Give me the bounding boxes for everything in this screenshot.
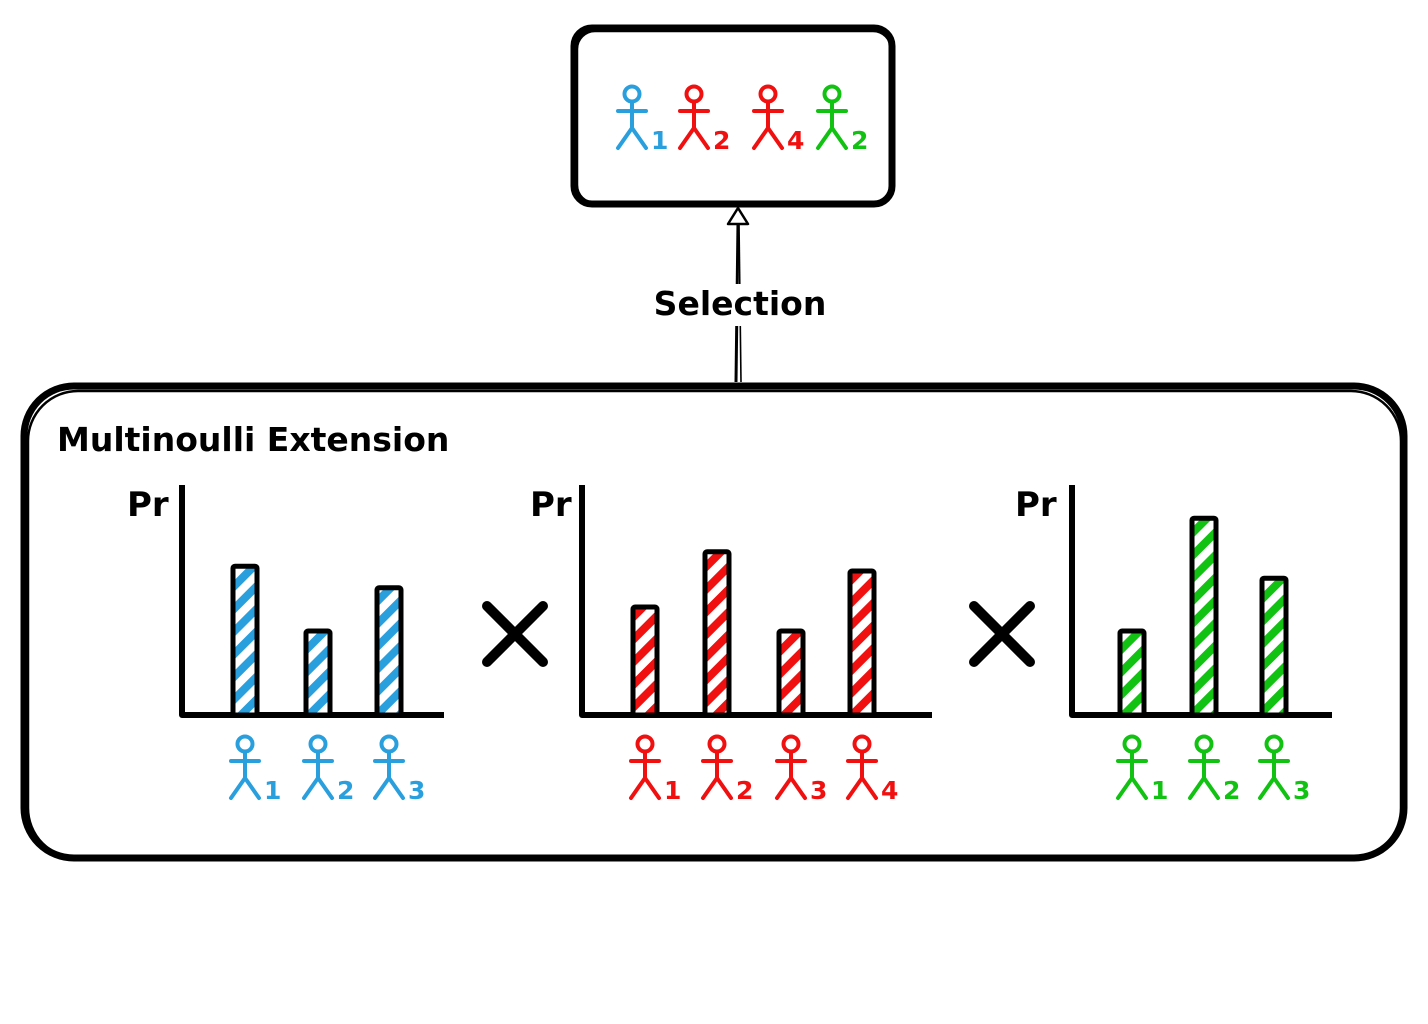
person-icon [775,734,807,800]
x-tick-agent-1: 1 [629,734,681,805]
selected-agent: 2 [816,84,868,155]
probability-chart-blue: Pr 1 2 3 [127,485,444,805]
person-icon [616,84,648,150]
multinoulli-extension-box [20,382,1408,862]
probability-chart-red: Pr 1 2 3 4 [530,485,932,805]
selected-agents: 1 2 4 2 [616,84,868,155]
agent-index: 4 [881,776,898,805]
bar-3 [776,628,806,718]
x-tick-agent-2: 2 [302,734,354,805]
agent-index: 1 [651,126,668,155]
person-icon [1258,734,1290,800]
person-icon [373,734,405,800]
person-icon [229,734,261,800]
chart-axes [179,485,444,718]
agent-index: 1 [664,776,681,805]
selected-agent: 2 [678,84,730,155]
probability-charts: Pr 1 2 3 Pr 1 2 3 4 Pr 1 2 3 [127,485,1332,805]
chart-axes [579,485,932,718]
bar-3 [1259,575,1289,718]
agent-index: 3 [810,776,827,805]
x-tick-agent-1: 1 [1116,734,1168,805]
person-icon [1188,734,1220,800]
y-axis-label: Pr [1015,485,1057,525]
bar-1 [1117,628,1147,718]
chart-axes [1069,485,1332,718]
x-tick-agent-4: 4 [846,734,898,805]
person-icon [752,84,784,150]
bar-4 [847,568,877,718]
person-icon [846,734,878,800]
agent-index: 2 [337,776,354,805]
y-axis-label: Pr [530,485,572,525]
selection-label: Selection [654,284,827,323]
agent-index: 2 [713,126,730,155]
x-tick-agent-3: 3 [373,734,425,805]
person-icon [816,84,848,150]
selection-result-box: 1 2 4 2 [570,24,896,208]
person-icon [1116,734,1148,800]
y-axis-label: Pr [127,485,169,525]
agent-index: 1 [264,776,281,805]
multiply-icon [482,601,548,667]
x-tick-agent-2: 2 [701,734,753,805]
probability-chart-green: Pr 1 2 3 [1015,485,1332,805]
x-tick-agent-2: 2 [1188,734,1240,805]
product-operators [482,601,1035,667]
agent-index: 3 [1293,776,1310,805]
bar-2 [702,549,732,718]
agent-index: 2 [736,776,753,805]
bar-1 [230,563,260,718]
bar-2 [303,628,333,718]
bar-1 [630,604,660,718]
selected-agent: 4 [752,84,804,155]
bar-3 [374,585,404,718]
person-icon [629,734,661,800]
x-tick-agent-3: 3 [1258,734,1310,805]
agent-index: 2 [851,126,868,155]
extension-title: Multinoulli Extension [57,420,449,459]
multiply-icon [969,601,1035,667]
agent-index: 1 [1151,776,1168,805]
person-icon [302,734,334,800]
agent-index: 3 [408,776,425,805]
person-icon [701,734,733,800]
selected-agent: 1 [616,84,668,155]
bar-2 [1189,515,1219,718]
agent-index: 2 [1223,776,1240,805]
selection-label-bg [652,284,824,326]
x-tick-agent-1: 1 [229,734,281,805]
x-tick-agent-3: 3 [775,734,827,805]
agent-index: 4 [787,126,804,155]
person-icon [678,84,710,150]
